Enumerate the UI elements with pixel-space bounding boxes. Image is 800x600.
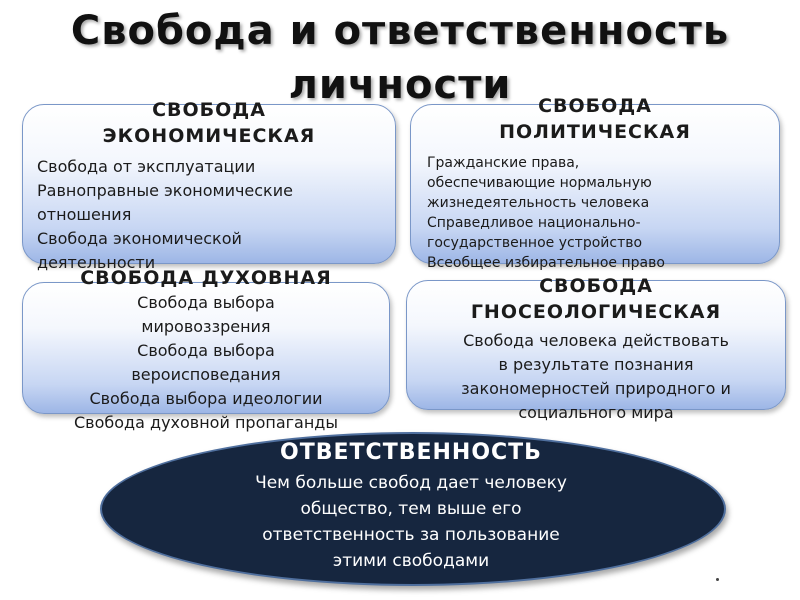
spiritual-freedom-list: Свобода выбора мировоззрения Свобода выб…: [23, 291, 389, 435]
list-item: в результате познания: [498, 355, 694, 374]
responsibility-line: общество, тем выше его: [300, 499, 522, 519]
responsibility-line: ответственность за пользование: [262, 525, 560, 545]
list-item: обеспечивающие нормальную: [427, 175, 652, 191]
list-item: Свобода от эксплуатации: [37, 157, 256, 176]
gnoseological-heading-line1: СВОБОДА: [539, 275, 653, 297]
list-item: Справедливое национально-: [427, 215, 641, 231]
decorative-dot: [716, 578, 719, 581]
economic-heading-line1: СВОБОДА: [152, 99, 266, 121]
slide-title-line2: личности: [288, 62, 512, 108]
list-item: Свобода человека действовать: [463, 331, 729, 350]
economic-freedom-list: Свобода от эксплуатации Равноправные эко…: [37, 155, 293, 275]
political-heading-line1: СВОБОДА: [538, 95, 652, 117]
gnoseological-heading-line2: ГНОСЕОЛОГИЧЕСКАЯ: [470, 301, 722, 323]
list-item: вероисповедания: [131, 365, 281, 384]
list-item: деятельности: [37, 253, 156, 272]
list-item: Свобода выбора: [137, 341, 275, 360]
responsibility-text: Чем больше свобод дает человеку общество…: [100, 470, 722, 574]
gnoseological-freedom-heading: СВОБОДА ГНОСЕОЛОГИЧЕСКАЯ: [407, 273, 785, 325]
list-item: социального мира: [518, 403, 674, 422]
list-item: Свобода выбора: [137, 293, 275, 312]
list-item: Свобода духовной пропаганды: [74, 413, 338, 432]
list-item: мировоззрения: [141, 317, 271, 336]
slide-title: Свобода и ответственность личности: [0, 4, 800, 112]
spiritual-freedom-heading: СВОБОДА ДУХОВНАЯ: [80, 267, 332, 289]
responsibility-heading: ОТВЕТСТВЕННОСТЬ: [280, 440, 542, 465]
political-freedom-list: Гражданские права, обеспечивающие нормал…: [427, 153, 665, 273]
economic-freedom-card: СВОБОДА ЭКОНОМИЧЕСКАЯ Свобода от эксплуа…: [22, 99, 396, 272]
political-heading-line2: ПОЛИТИЧЕСКАЯ: [499, 121, 691, 143]
list-item: Всеобщее избирательное право: [427, 255, 665, 271]
gnoseological-freedom-card: СВОБОДА ГНОСЕОЛОГИЧЕСКАЯ Свобода человек…: [406, 275, 786, 422]
list-item: Свобода выбора идеологии: [89, 389, 323, 408]
list-item: Равноправные экономические: [37, 181, 293, 200]
responsibility-ellipse: [100, 432, 726, 586]
economic-heading-line2: ЭКОНОМИЧЕСКАЯ: [102, 125, 316, 147]
political-freedom-heading: СВОБОДА ПОЛИТИЧЕСКАЯ: [411, 93, 779, 145]
list-item: Гражданские права,: [427, 155, 580, 171]
economic-freedom-heading: СВОБОДА ЭКОНОМИЧЕСКАЯ: [23, 97, 395, 149]
gnoseological-freedom-list: Свобода человека действовать в результат…: [407, 329, 785, 425]
responsibility-line: этими свободами: [332, 551, 490, 571]
list-item: закономерностей природного и: [461, 379, 731, 398]
list-item: государственное устройство: [427, 235, 643, 251]
slide-title-line1: Свобода и ответственность: [70, 8, 730, 54]
responsibility-line: Чем больше свобод дает человеку: [255, 473, 567, 493]
spiritual-freedom-card: СВОБОДА ДУХОВНАЯ Свобода выбора мировозз…: [22, 267, 390, 432]
political-freedom-card: СВОБОДА ПОЛИТИЧЕСКАЯ Гражданские права, …: [410, 95, 780, 271]
list-item: жизнедеятельность человека: [427, 195, 650, 211]
list-item: Свобода экономической: [37, 229, 242, 248]
list-item: отношения: [37, 205, 132, 224]
